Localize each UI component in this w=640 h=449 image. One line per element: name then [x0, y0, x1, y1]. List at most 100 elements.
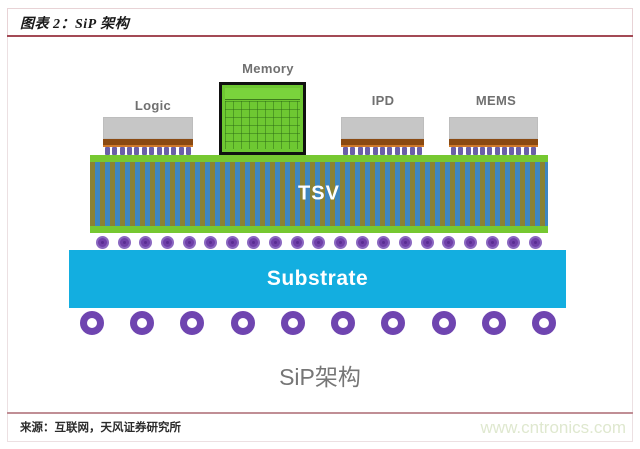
- solder-ball: [312, 235, 326, 249]
- tsv-via-array: [90, 162, 548, 226]
- microbump: [141, 147, 147, 155]
- footer-divider: [7, 412, 633, 414]
- package-bga-ball-row: [80, 310, 556, 336]
- bga-ball: [381, 311, 406, 335]
- microbump: [105, 147, 110, 155]
- microbump: [171, 147, 177, 155]
- microbump: [530, 147, 536, 155]
- solder-ball: [420, 235, 434, 249]
- solder-ball: [96, 235, 109, 249]
- microbump: [112, 147, 118, 155]
- solder-ball: [507, 235, 521, 249]
- site-watermark: www.cntronics.com: [480, 418, 626, 437]
- die-label-mems: MEMS: [475, 93, 517, 108]
- bga-ball: [280, 311, 305, 335]
- microbump: [343, 147, 348, 155]
- die-label-memory: Memory: [242, 61, 294, 76]
- solder-ball: [485, 235, 499, 249]
- microbump: [185, 147, 191, 155]
- microbump: [458, 147, 464, 155]
- microbump: [451, 147, 456, 155]
- microbump: [494, 147, 500, 155]
- microbump: [523, 147, 529, 155]
- tsv-top-passivation: [90, 155, 548, 162]
- microbump: [472, 147, 478, 155]
- die-label-ipd: IPD: [371, 93, 395, 108]
- microbump: [357, 147, 363, 155]
- microbump: [372, 147, 378, 155]
- memory-die-frame: [219, 82, 306, 155]
- solder-ball: [160, 235, 174, 249]
- bga-ball: [230, 311, 255, 335]
- tsv-label: TSV: [298, 182, 340, 205]
- solder-ball: [463, 235, 477, 249]
- ipd-die: [341, 117, 424, 155]
- mems-die-metal-layer: [449, 139, 538, 145]
- solder-ball: [204, 235, 218, 249]
- solder-ball: [117, 235, 131, 249]
- memory-die: [219, 82, 306, 163]
- microbump: [465, 147, 471, 155]
- solder-ball: [247, 235, 261, 249]
- solder-ball: [398, 235, 412, 249]
- microbump: [394, 147, 400, 155]
- microbump: [501, 147, 507, 155]
- solder-ball: [442, 235, 456, 249]
- solder-ball: [355, 235, 369, 249]
- substrate-label: Substrate: [266, 267, 369, 290]
- logic-die-metal-layer: [103, 139, 193, 145]
- logic-die-body: [103, 117, 193, 139]
- bga-ball: [331, 311, 356, 335]
- solder-ball: [334, 235, 348, 249]
- header-band: [7, 8, 633, 36]
- bga-ball: [431, 311, 456, 335]
- microbump: [156, 147, 162, 155]
- microbump: [487, 147, 493, 155]
- mems-die-body: [449, 117, 538, 139]
- sip-architecture-diagram: Logic Memory IPD MEMS: [8, 38, 632, 410]
- memory-die-cell-array: [225, 101, 300, 149]
- microbump: [416, 147, 422, 155]
- microbump: [480, 147, 486, 155]
- logic-die-metal-highlight: [103, 145, 193, 147]
- diagram-caption: SiP架构: [279, 364, 361, 390]
- solder-ball: [225, 235, 239, 249]
- solder-ball: [269, 235, 283, 249]
- microbump: [379, 147, 385, 155]
- mems-die: [449, 117, 538, 155]
- solder-ball: [290, 235, 304, 249]
- ipd-die-metal-layer: [341, 139, 424, 145]
- footer-band: [7, 414, 633, 442]
- solder-ball: [139, 235, 153, 249]
- ipd-microbump-row: [343, 147, 422, 155]
- bga-ball: [531, 311, 556, 335]
- tsv-bottom-passivation: [90, 226, 548, 233]
- microbump: [409, 147, 415, 155]
- microbump: [365, 147, 371, 155]
- ipd-die-metal-highlight: [341, 145, 424, 147]
- microbump: [149, 147, 155, 155]
- solder-ball: [528, 235, 542, 249]
- microbump: [402, 147, 408, 155]
- page-title: 图表 2：SiP 架构: [20, 17, 130, 32]
- substrate-layer: Substrate: [69, 250, 566, 308]
- microbump: [387, 147, 393, 155]
- microbump: [127, 147, 133, 155]
- bga-ball: [130, 311, 155, 335]
- memory-die-top-band: [225, 88, 300, 100]
- logic-microbump-row: [105, 147, 191, 155]
- bga-ball: [180, 311, 205, 335]
- interposer-solder-ball-row: [96, 235, 542, 249]
- logic-die: [103, 117, 193, 155]
- microbump: [509, 147, 515, 155]
- solder-ball: [182, 235, 196, 249]
- bga-ball: [481, 311, 506, 335]
- tsv-interposer: TSV: [90, 155, 548, 233]
- microbump: [119, 147, 125, 155]
- microbump: [134, 147, 140, 155]
- mems-die-metal-highlight: [449, 145, 538, 147]
- mems-microbump-row: [451, 147, 536, 155]
- die-label-logic: Logic: [134, 98, 172, 113]
- solder-ball: [377, 235, 391, 249]
- bga-ball: [80, 311, 104, 335]
